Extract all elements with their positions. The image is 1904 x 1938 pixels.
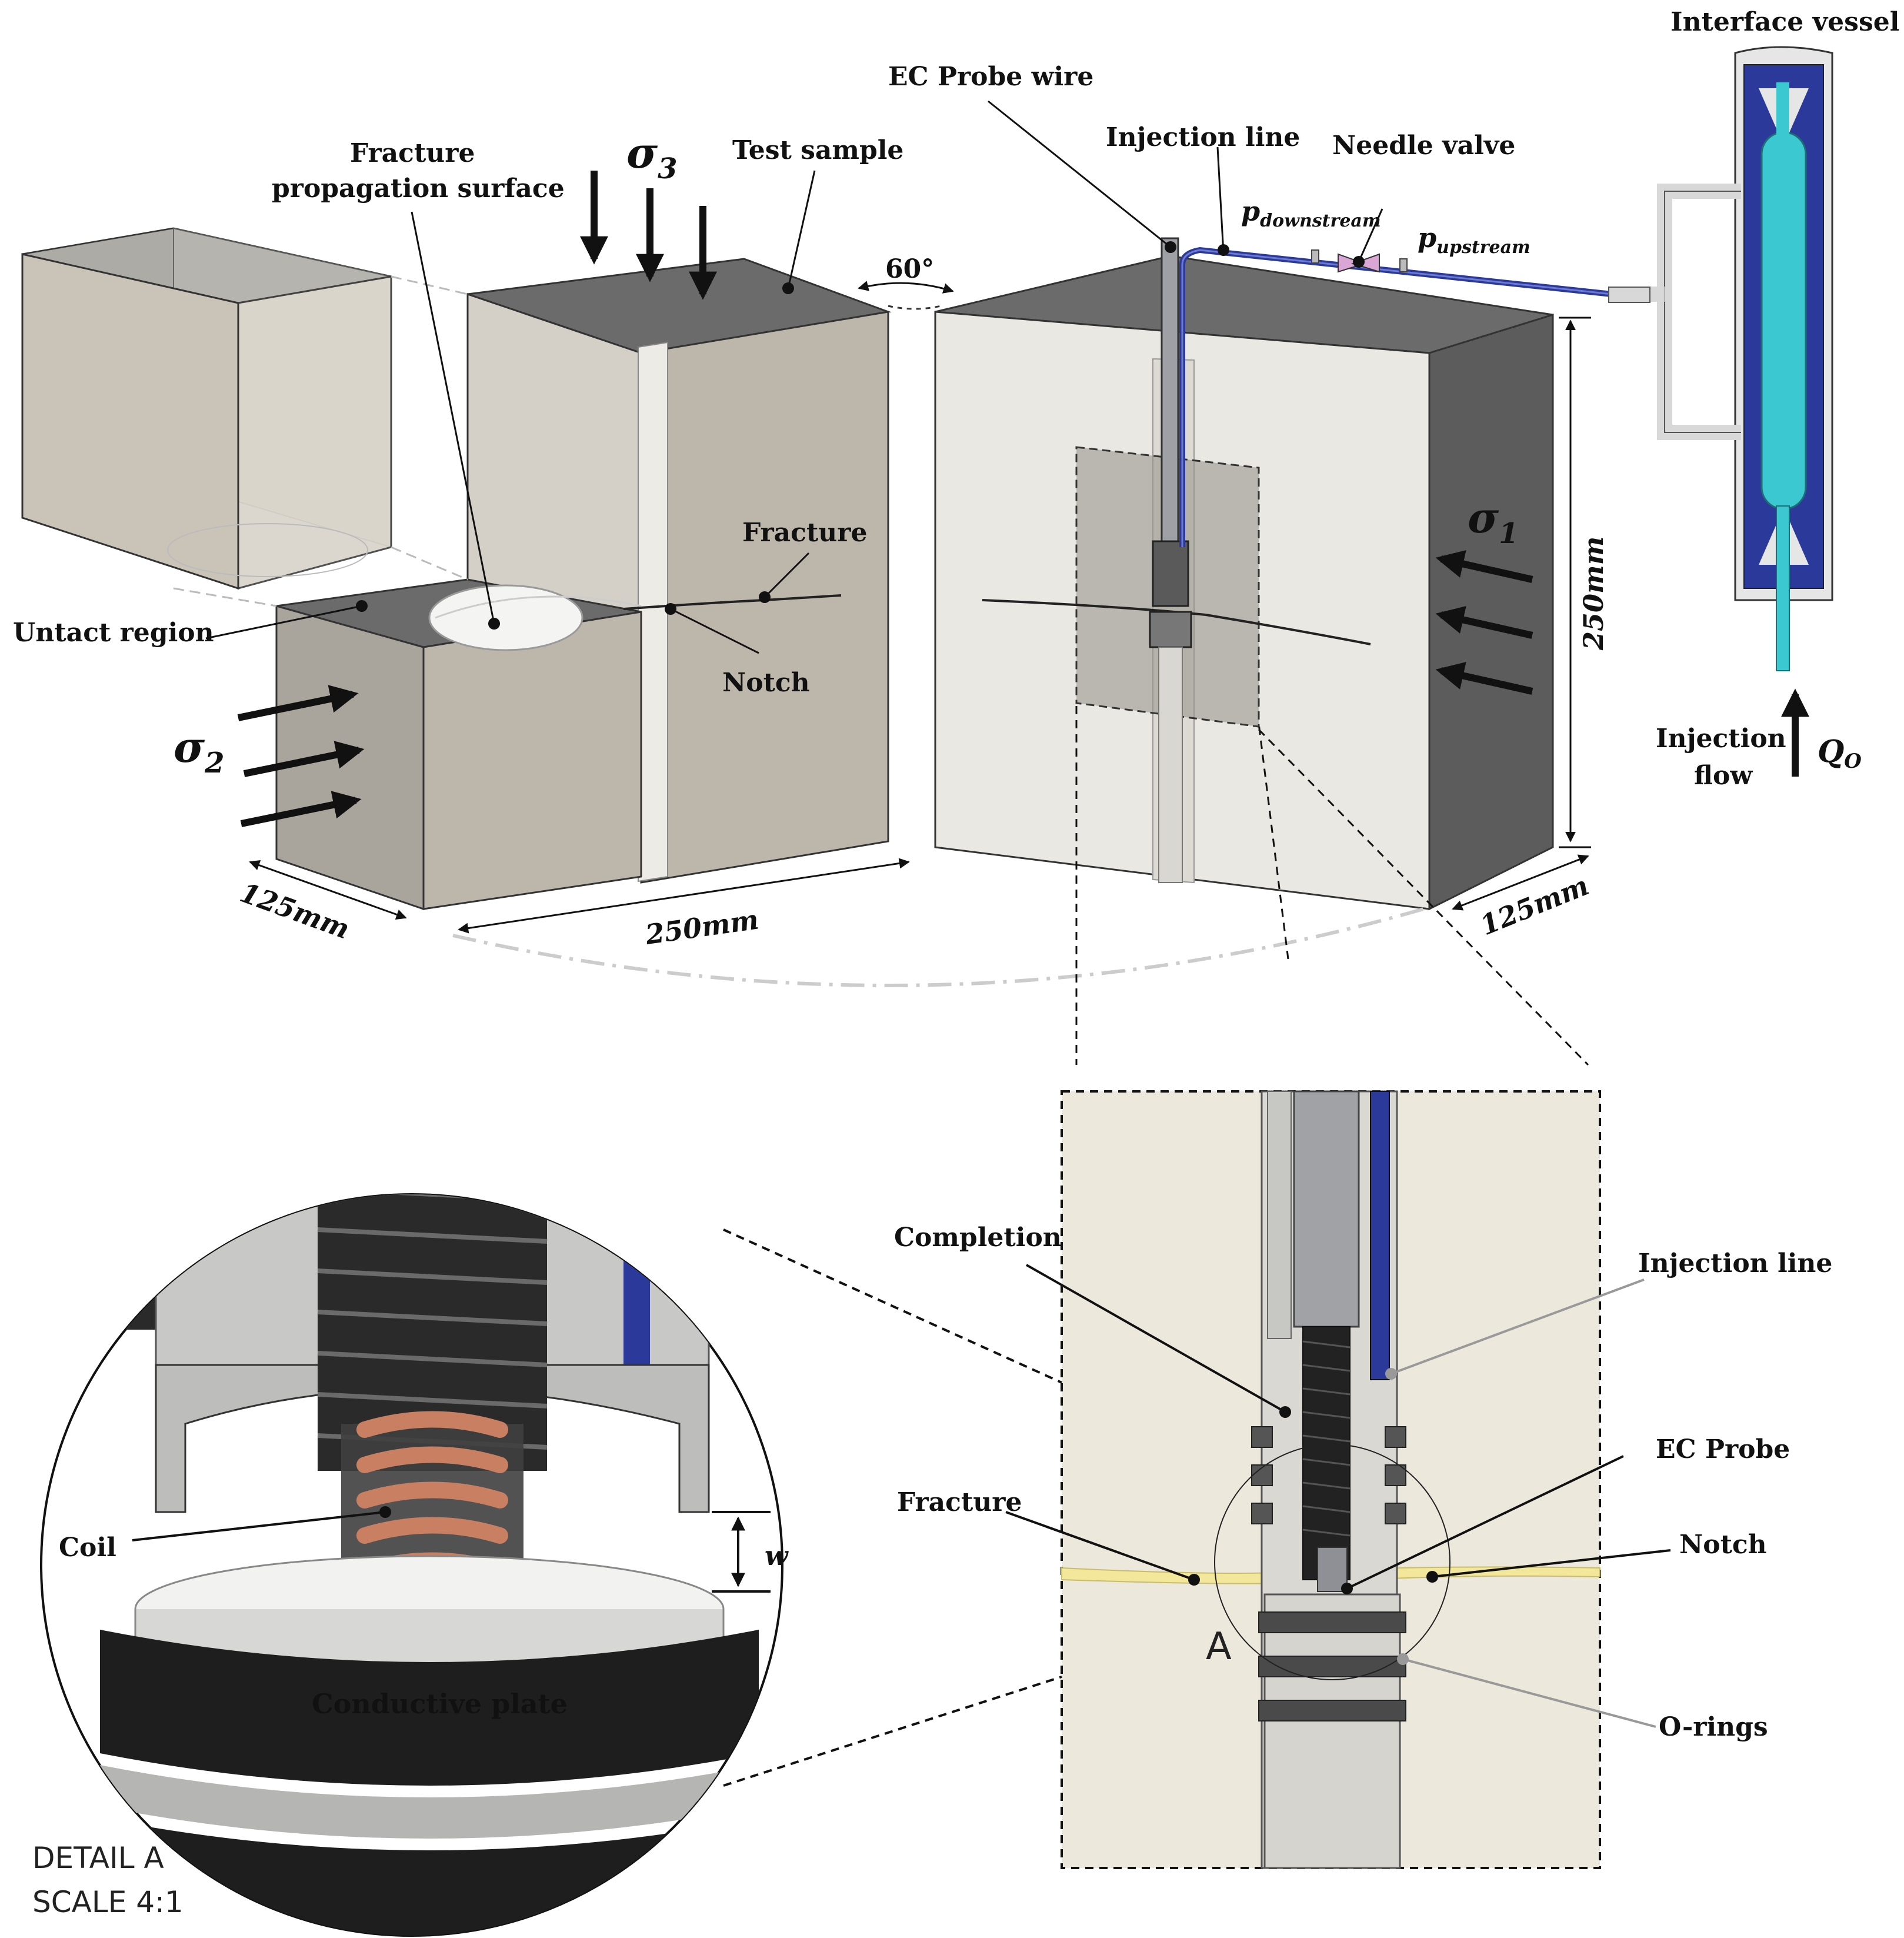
label-fracture-top: Fracture	[742, 518, 867, 548]
label-notch-top: Notch	[722, 668, 810, 698]
needle-valve-icon	[1338, 253, 1367, 273]
label-p-upstream: pupstream	[1418, 222, 1530, 258]
interface-vessel	[1608, 46, 1833, 671]
sigma1-arrows	[1435, 550, 1533, 695]
label-p-downstream: pdownstream	[1241, 195, 1381, 231]
label-fracture-detail: Fracture	[897, 1487, 1022, 1517]
fracture-propagation-surface	[428, 584, 583, 651]
label-injection-flow-1: Injection	[1656, 724, 1786, 754]
label-dim-height: 250mm	[1578, 537, 1609, 651]
leaders-detail	[1005, 1264, 1671, 1590]
label-dim-depth-right: 125mm	[1476, 870, 1593, 942]
label-sigma1: σ1	[1468, 492, 1519, 550]
label-angle: 60°	[885, 254, 934, 284]
label-fracture-prop-2: propagation surface	[272, 174, 565, 204]
label-injection-flow-2: flow	[1694, 761, 1753, 791]
label-dim-depth-left: 125mm	[236, 877, 354, 945]
label-conductive-plate: Conductive plate	[312, 1688, 568, 1720]
detail-a-magnified	[40, 1193, 783, 1937]
label-injection-line-detail: Injection line	[1638, 1248, 1832, 1278]
label-sigma3: σ3	[626, 128, 678, 185]
label-injection-line-top: Injection line	[1106, 122, 1300, 152]
leaders-upper	[205, 100, 1589, 1066]
sigma2-arrows	[237, 685, 365, 827]
label-w: w	[765, 1540, 789, 1571]
label-detail-a: DETAIL A	[32, 1841, 164, 1875]
rotation-arc	[452, 907, 1424, 987]
label-sigma2: σ2	[174, 722, 225, 780]
label-coil: Coil	[59, 1533, 116, 1563]
label-interface-vessel: Interface vessel	[1670, 7, 1899, 37]
leader-dots	[356, 241, 1365, 630]
label-ec-probe-wire: EC Probe wire	[888, 62, 1093, 92]
label-dim-width: 250mm	[643, 904, 761, 951]
label-q0: QO	[1818, 734, 1862, 773]
dimensions	[249, 281, 1591, 934]
label-untact-region: Untact region	[13, 618, 214, 648]
label-o-rings: O-rings	[1659, 1712, 1768, 1742]
text-labels: Interface vessel EC Probe wire Injection…	[13, 7, 1899, 1919]
label-needle-valve: Needle valve	[1332, 131, 1515, 161]
label-fracture-prop-1: Fracture	[350, 138, 475, 168]
fracture-line-right	[982, 599, 1371, 645]
detail-view	[1061, 1090, 1601, 1869]
label-ec-probe: EC Probe	[1656, 1434, 1790, 1464]
label-scale: SCALE 4:1	[32, 1885, 184, 1919]
detail-a-circle	[1214, 1444, 1450, 1680]
cutaway-block	[21, 227, 468, 607]
sigma3-arrows	[580, 171, 717, 300]
label-notch-detail: Notch	[1679, 1530, 1767, 1560]
right-test-sample	[934, 237, 1612, 911]
label-detail-marker: A	[1206, 1625, 1232, 1669]
label-completion: Completion	[894, 1223, 1062, 1253]
label-test-sample: Test sample	[732, 135, 903, 165]
